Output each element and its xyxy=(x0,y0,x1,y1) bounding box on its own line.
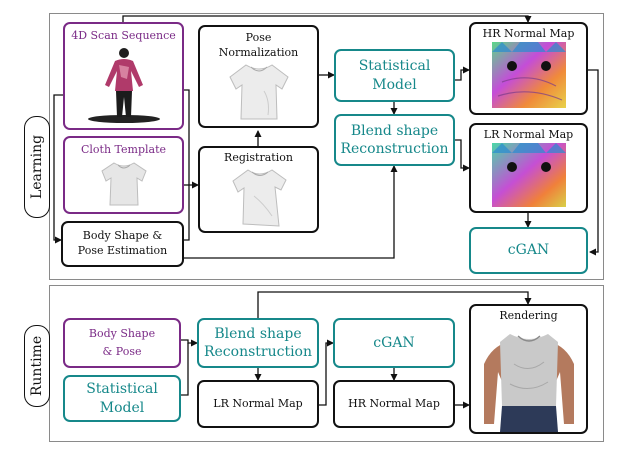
statistical-model-line1: Statistical xyxy=(358,58,431,75)
registration-label: Registration xyxy=(224,151,293,164)
runtime-section-label: Runtime xyxy=(24,325,50,407)
cgan-learning-label: cGAN xyxy=(507,242,550,259)
hr-normal-map-runtime-label: HR Normal Map xyxy=(348,396,440,410)
pose-normalization-line1: Pose xyxy=(245,31,272,44)
arrow-lr-to-cgan-rt xyxy=(319,339,334,406)
blend-shape-runtime-box: Blend shape Reconstruction xyxy=(197,318,319,368)
pose-normalization-line2: Normalization xyxy=(218,45,299,59)
body-shape-pose-line2: & Pose xyxy=(102,345,142,358)
cgan-runtime-box: cGAN xyxy=(333,318,455,368)
pose-normalization-box: Pose Normalization xyxy=(198,25,319,128)
learning-section-label: Learning xyxy=(24,116,50,218)
body-shape-estimation-line1: Body Shape & xyxy=(82,229,163,243)
blend-shape-line1: Blend shape xyxy=(350,122,439,139)
rendered-human-icon xyxy=(483,333,574,432)
lr-normal-map-label: LR Normal Map xyxy=(483,128,574,141)
cgan-learning-box: cGAN xyxy=(469,227,588,274)
arrow-bodyshape-to-blend xyxy=(184,165,398,259)
hr-normal-map-box: HR Normal Map xyxy=(469,22,588,115)
arrow-bodyshape-join xyxy=(184,185,190,241)
arrow-inputs-to-registration xyxy=(184,89,199,189)
cloth-template-label: Cloth Template xyxy=(80,143,167,156)
blend-shape-box: Blend shape Reconstruction xyxy=(334,114,455,166)
scan-sequence-label: 4D Scan Sequence xyxy=(71,29,176,42)
scan-sequence-box: 4D Scan Sequence xyxy=(63,22,184,130)
statistical-model-box: Statistical Model xyxy=(334,49,455,102)
statistical-model-runtime-box: Statistical Model xyxy=(63,375,181,422)
tshirt-registered-icon xyxy=(231,169,287,227)
cloth-template-box: Cloth Template xyxy=(63,136,184,214)
rendering-box: Rendering xyxy=(469,304,588,434)
arrow-blend-to-lr xyxy=(455,139,470,172)
lr-normal-map-runtime-box: LR Normal Map xyxy=(197,380,319,428)
blend-shape-runtime-line1: Blend shape xyxy=(214,325,302,342)
arrow-blend-to-rendering-rt xyxy=(257,291,532,318)
hr-normal-map-runtime-box: HR Normal Map xyxy=(333,380,455,428)
cgan-runtime-label: cGAN xyxy=(373,334,415,351)
lr-normal-map-image xyxy=(491,142,566,207)
arrow-statistical-to-hr xyxy=(455,66,470,81)
arrow-statistical-to-blend-rt xyxy=(181,343,189,396)
statistical-model-line2: Model xyxy=(372,76,417,93)
registration-box: Registration xyxy=(198,146,319,233)
arrow-scan-to-bodyshape xyxy=(53,94,63,244)
body-shape-pose-runtime-box: Body Shape & Pose xyxy=(63,318,181,368)
statistical-model-runtime-line1: Statistical xyxy=(86,381,158,398)
blend-shape-runtime-line2: Reconstruction xyxy=(203,344,313,360)
tshirt-normalized-icon xyxy=(228,64,289,120)
body-shape-pose-line1: Body Shape xyxy=(88,327,156,341)
body-shape-estimation-line2: Pose Estimation xyxy=(77,244,168,257)
scanned-human-icon xyxy=(87,47,160,123)
rendering-label: Rendering xyxy=(499,309,558,322)
arrow-scan-to-hr xyxy=(122,15,532,23)
arrow-hr-to-cgan xyxy=(588,69,599,256)
hr-normal-map-label: HR Normal Map xyxy=(482,27,575,40)
statistical-model-runtime-line2: Model xyxy=(99,399,145,416)
blend-shape-line2: Reconstruction xyxy=(340,141,449,157)
body-shape-estimation-box: Body Shape & Pose Estimation xyxy=(61,221,184,267)
arrow-bodyshape-to-blend-rt xyxy=(181,339,198,347)
lr-normal-map-box: LR Normal Map xyxy=(469,123,588,213)
hr-normal-map-image xyxy=(491,41,566,108)
tshirt-template-icon xyxy=(100,162,147,206)
lr-normal-map-runtime-label: LR Normal Map xyxy=(213,396,303,410)
